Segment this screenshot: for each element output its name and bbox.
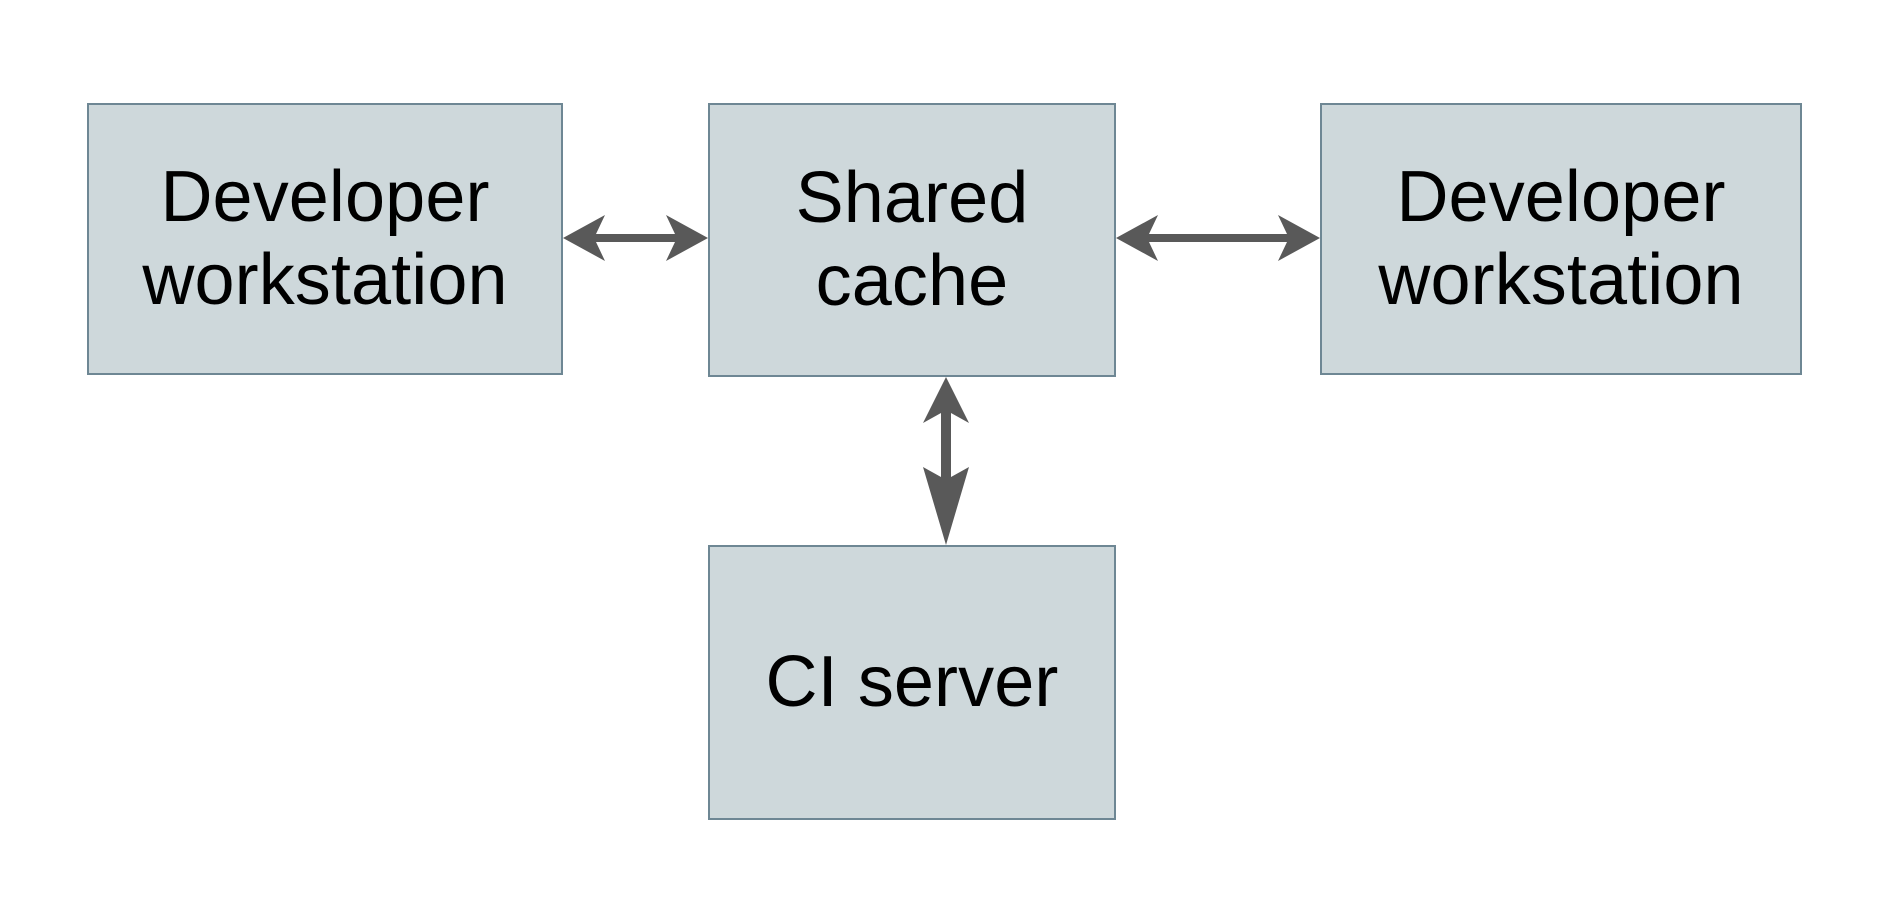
double-arrow-horizontal-left-icon xyxy=(563,215,708,261)
node-label: Shared cache xyxy=(795,158,1029,321)
node-shared-cache[interactable]: Shared cache xyxy=(708,103,1116,377)
node-label: Developer workstation xyxy=(142,157,508,320)
node-developer-workstation-left[interactable]: Developer workstation xyxy=(87,103,563,375)
edge-shared-cache-ci-server xyxy=(923,377,969,545)
node-developer-workstation-right[interactable]: Developer workstation xyxy=(1320,103,1802,375)
node-label: CI server xyxy=(765,642,1059,723)
node-label: Developer workstation xyxy=(1378,157,1744,320)
double-arrow-horizontal-right-icon xyxy=(1116,215,1320,261)
double-arrow-vertical-icon xyxy=(923,377,969,545)
edge-shared-cache-dev-right xyxy=(1116,215,1320,261)
node-ci-server[interactable]: CI server xyxy=(708,545,1116,820)
edge-dev-left-shared-cache xyxy=(563,215,708,261)
